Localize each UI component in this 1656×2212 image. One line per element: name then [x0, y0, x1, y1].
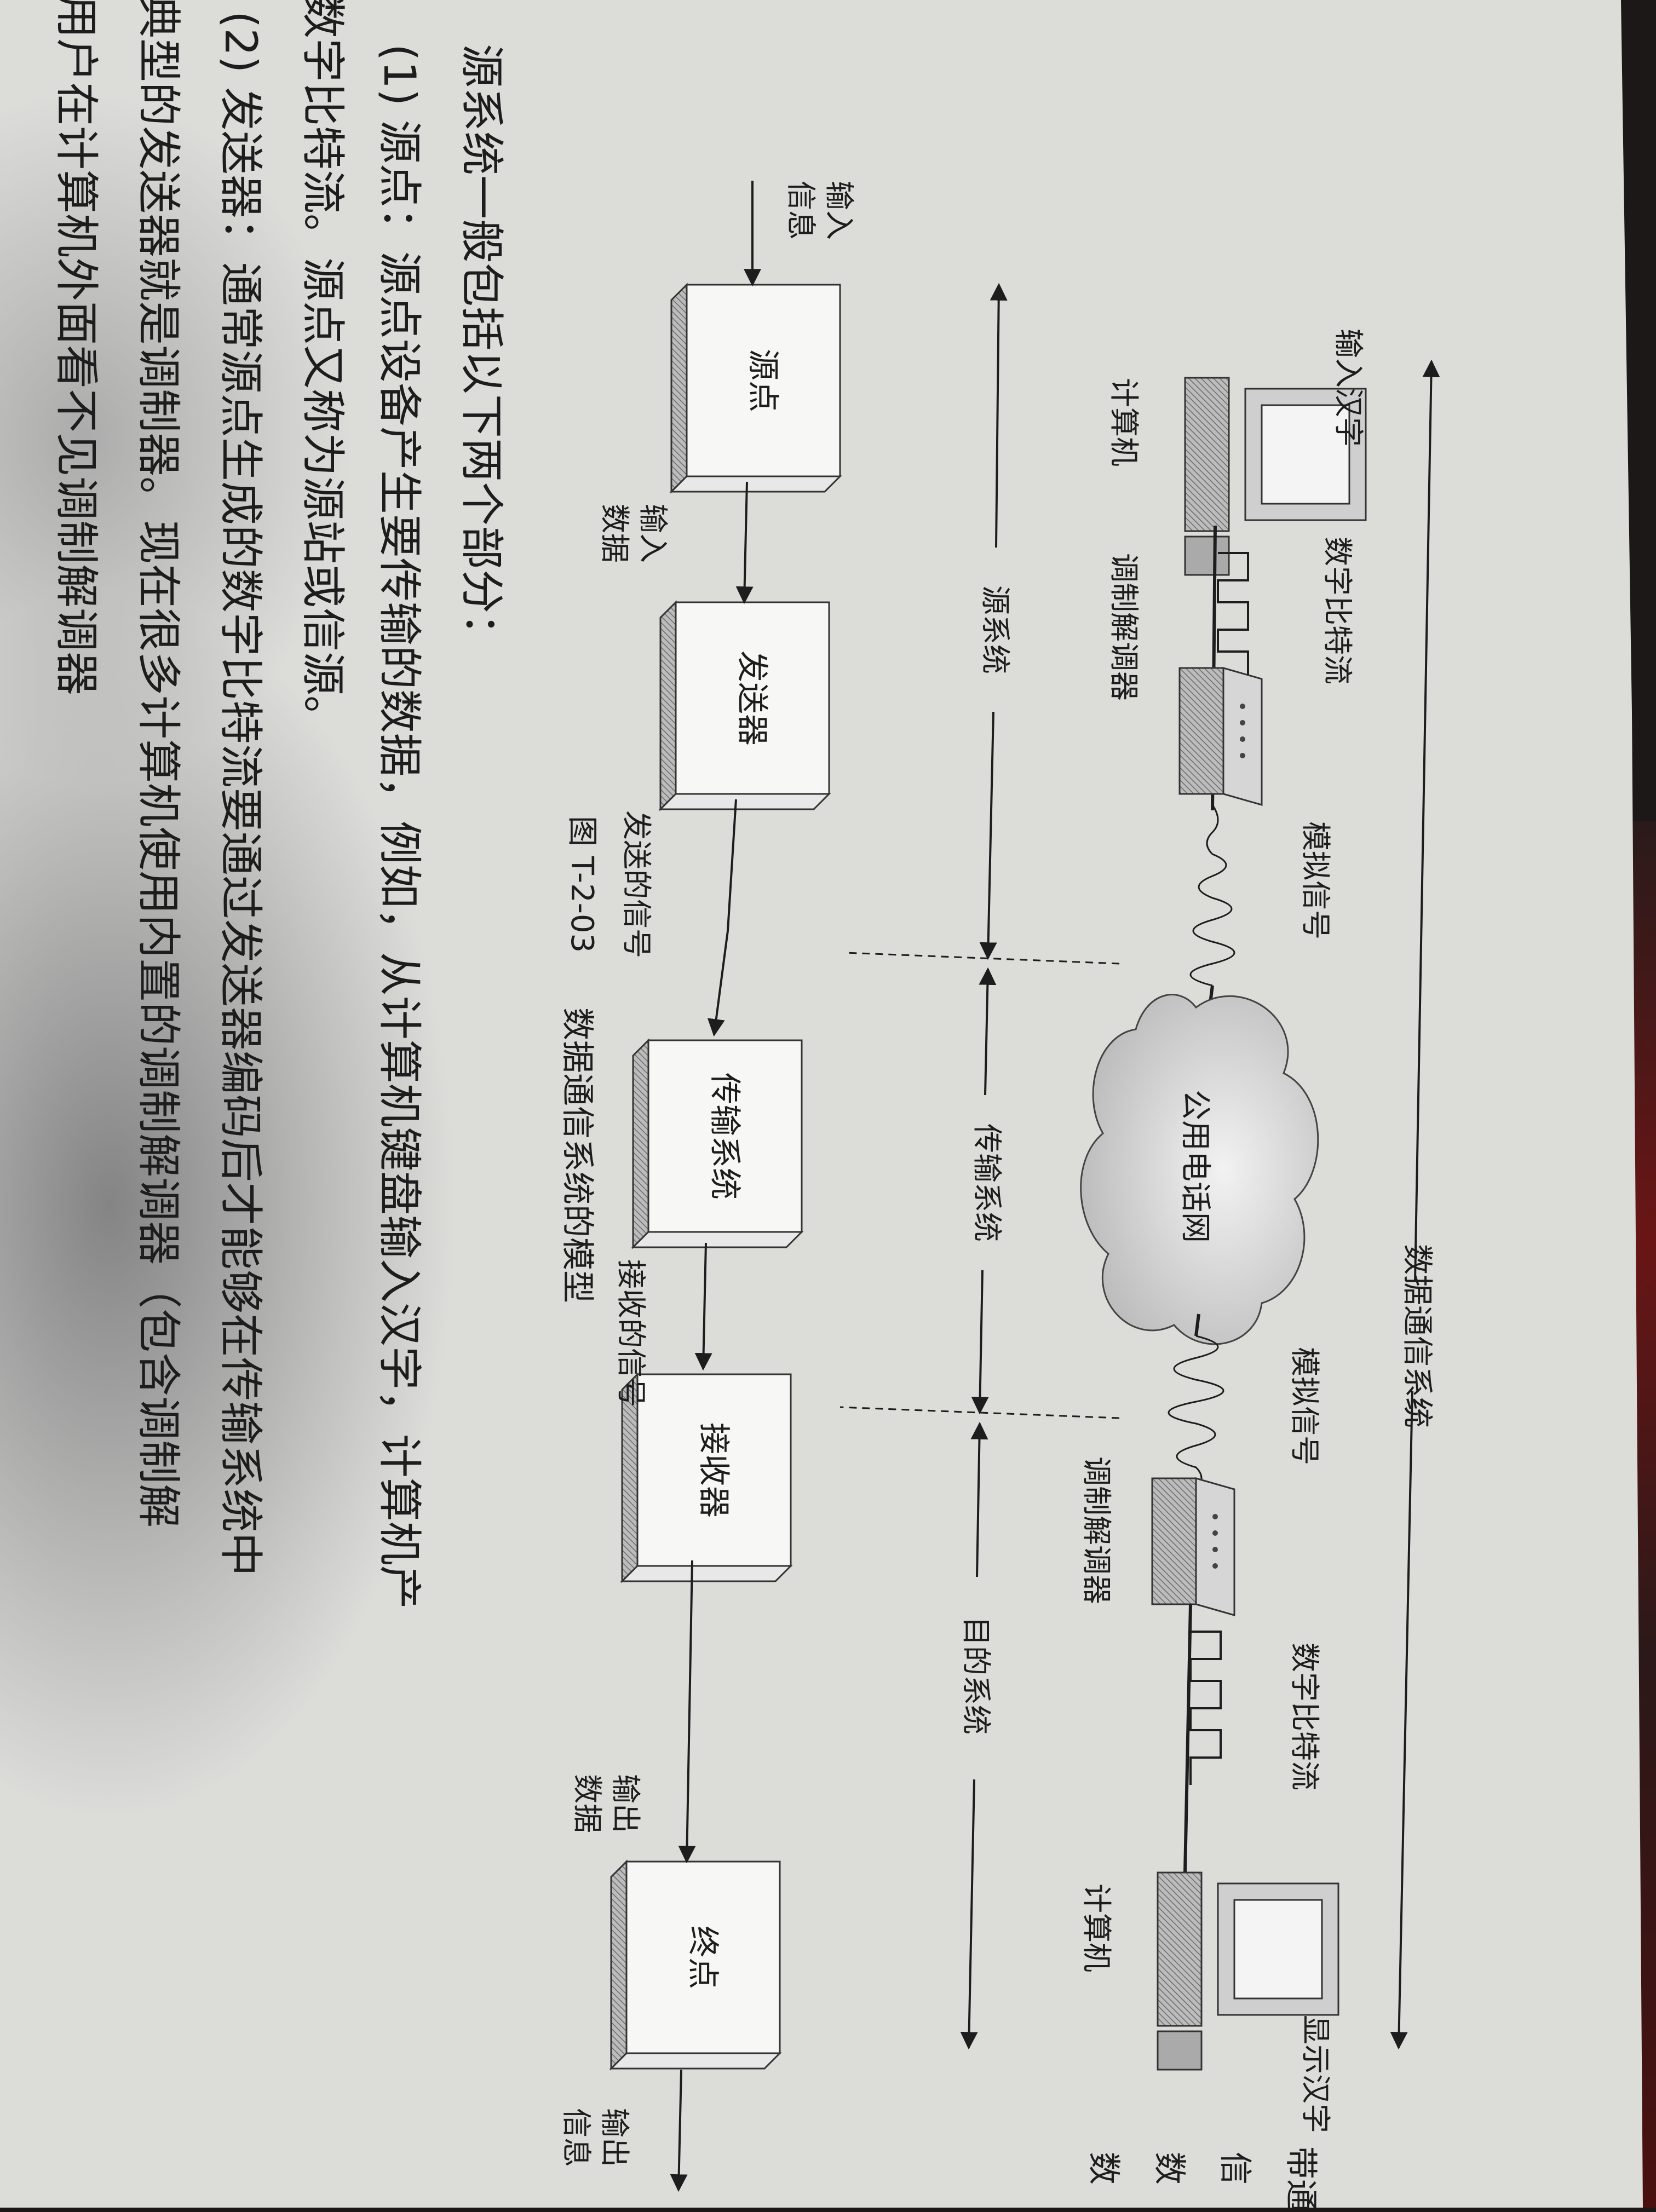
left-analog-label: 模拟信号 [1298, 821, 1333, 940]
block-transmitter-label: 发送器 [734, 650, 771, 746]
left-modem-label: 调制解调器 [1107, 553, 1141, 701]
left-input-label: 输入汉字 [1331, 329, 1366, 447]
received-signal-label: 接收的信号 [614, 1259, 648, 1407]
right-analog-wave [1168, 1335, 1224, 1490]
flow-arrows [670, 181, 761, 2192]
body-line-4: (2) 发送器：通常源点生成的数字比特流要通过发送器编码后才能够在传输系统中 [215, 11, 266, 1576]
body-line-5: 典型的发送器就是调制器。现在很多计算机使用内置的调制解调器（包含调制解 [133, 0, 184, 1528]
right-modem-icon [1151, 1477, 1235, 1616]
figure-caption-title: 数据通信系统的模型 [558, 1007, 596, 1303]
right-bitstream-wave [1189, 1631, 1222, 1785]
block-destination-label: 终点 [685, 1926, 722, 1989]
block-destination: 终点 [609, 1859, 782, 2071]
left-computer-label: 计算机 [1107, 378, 1141, 466]
subsystem-spans [960, 283, 1008, 2050]
body-line-2: (1) 源点：源点设备产生要传输的数据，例如，从计算机键盘输入汉字，计算机产 [374, 44, 425, 1609]
destination-system-label: 目的系统 [959, 1616, 993, 1735]
block-transmission-system-label: 传输系统 [706, 1073, 744, 1200]
right-computer-icon [1157, 1871, 1339, 2071]
margin-fragment-2: 信 [1216, 2152, 1254, 2185]
block-transmission-system: 传输系统 [631, 1038, 804, 1249]
block-receiver-label: 接收器 [695, 1422, 733, 1518]
right-modem-label: 调制解调器 [1079, 1456, 1114, 1604]
margin-fragment-1: 带通 [1281, 2146, 1320, 2212]
left-computer-icon [1184, 377, 1367, 576]
margin-fragment-3: 数 [1150, 2152, 1188, 2185]
input-data-label: 输入数据 [597, 504, 670, 563]
source-system-label: 源系统 [978, 585, 1013, 674]
data-communication-system-span [1390, 359, 1440, 2050]
input-info-label: 输入信息 [784, 181, 856, 240]
body-line-3: 数字比特流。源点又称为源站或信源。 [297, 0, 348, 739]
left-analog-wave [1189, 804, 1235, 987]
body-line-1: 源系统一般包括以下两个部分： [456, 44, 507, 657]
figure-caption-number: 图 T-2-03 [564, 816, 600, 953]
right-line [1183, 1604, 1192, 1873]
output-info-label: 输出信息 [559, 2108, 632, 2167]
system-title: 数据通信系统 [1399, 1244, 1435, 1428]
right-computer-label: 计算机 [1079, 1883, 1114, 1972]
left-bitstream-label: 数字比特流 [1320, 537, 1355, 684]
body-line-6: 用户在计算机外面看不见调制解调器 [51, 0, 102, 695]
sent-signal-label: 发送的信号 [619, 810, 654, 958]
block-receiver: 接收器 [620, 1372, 793, 1583]
right-output-label: 显示汉字 [1298, 2015, 1333, 2133]
output-data-label: 输出数据 [570, 1774, 643, 1833]
right-analog-label: 模拟信号 [1287, 1347, 1322, 1465]
system-dividers [840, 952, 1120, 1419]
network-label: 公用电话网 [1177, 1090, 1213, 1243]
block-transmitter: 发送器 [658, 600, 831, 811]
block-source: 源点 [669, 283, 842, 494]
left-modem-icon [1178, 667, 1263, 806]
public-telephone-network-cloud [1080, 994, 1319, 1345]
right-bitstream-label: 数字比特流 [1287, 1643, 1322, 1790]
transmission-system-label: 传输系统 [970, 1124, 1004, 1242]
margin-fragment-4: 数 [1084, 2152, 1123, 2185]
block-source-label: 源点 [745, 349, 782, 412]
